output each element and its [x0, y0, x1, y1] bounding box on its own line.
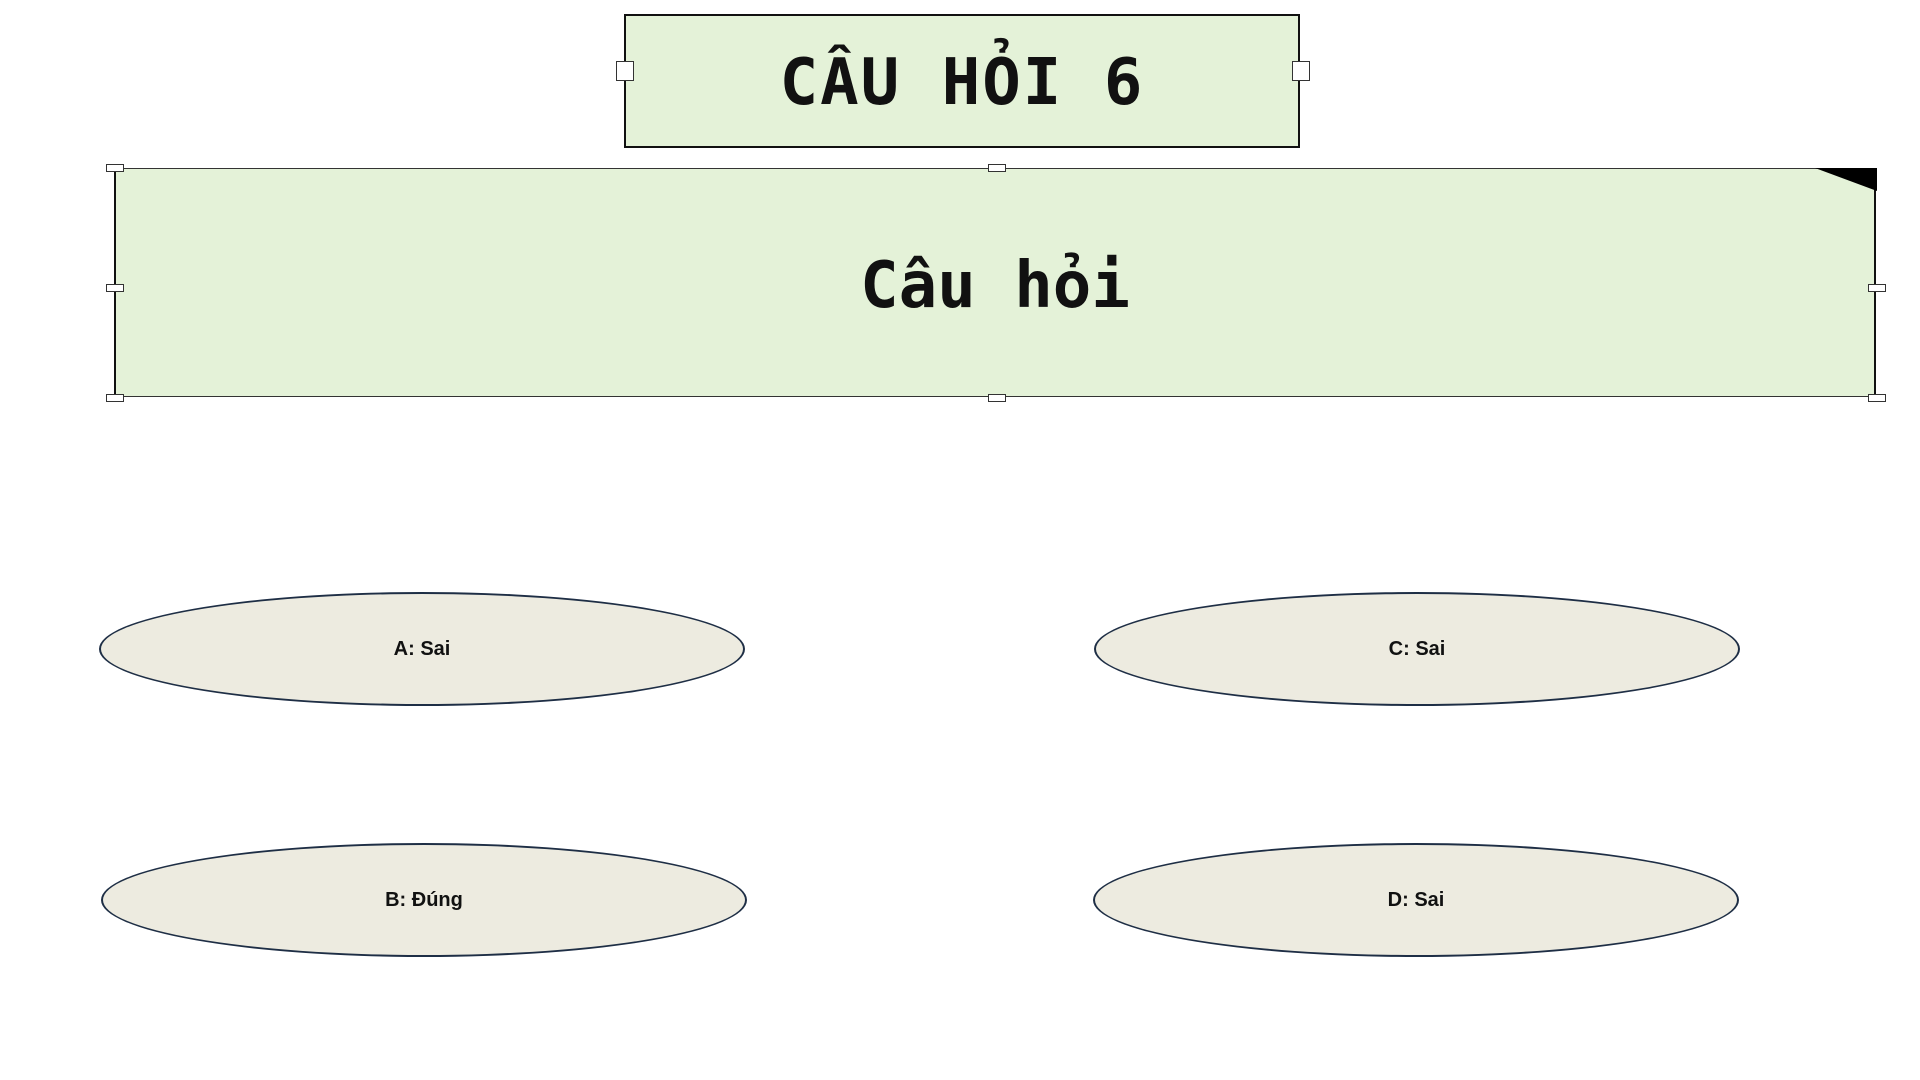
answer-c-button[interactable]: C: Sai [1094, 592, 1740, 706]
answer-d-label: D: Sai [1387, 888, 1445, 911]
answer-b-label: B: Đúng [385, 888, 463, 911]
resize-handle-top-middle[interactable] [988, 164, 1006, 172]
title-text: CÂU HỎI 6 [779, 46, 1145, 120]
answer-b-button[interactable]: B: Đúng [101, 843, 747, 957]
resize-handle-middle-right[interactable] [1868, 284, 1886, 292]
answer-a-button[interactable]: A: Sai [99, 592, 745, 706]
answer-c-label: C: Sai [1388, 637, 1446, 660]
resize-handle-middle-left[interactable] [106, 284, 124, 292]
title-box[interactable]: CÂU HỎI 6 [624, 14, 1300, 148]
answer-d-button[interactable]: D: Sai [1093, 843, 1739, 957]
resize-handle-top-left[interactable] [106, 164, 124, 172]
question-text: Câu hỏi [860, 248, 1130, 323]
resize-handle-bottom-left[interactable] [106, 394, 124, 402]
answer-a-label: A: Sai [393, 637, 451, 660]
resize-handle-bottom-right[interactable] [1868, 394, 1886, 402]
folded-corner-icon [1815, 168, 1877, 191]
resize-handle-bottom-middle[interactable] [988, 394, 1006, 402]
resize-handle-right[interactable] [1292, 61, 1310, 81]
question-box[interactable]: Câu hỏi [114, 168, 1877, 397]
resize-handle-left[interactable] [616, 61, 634, 81]
